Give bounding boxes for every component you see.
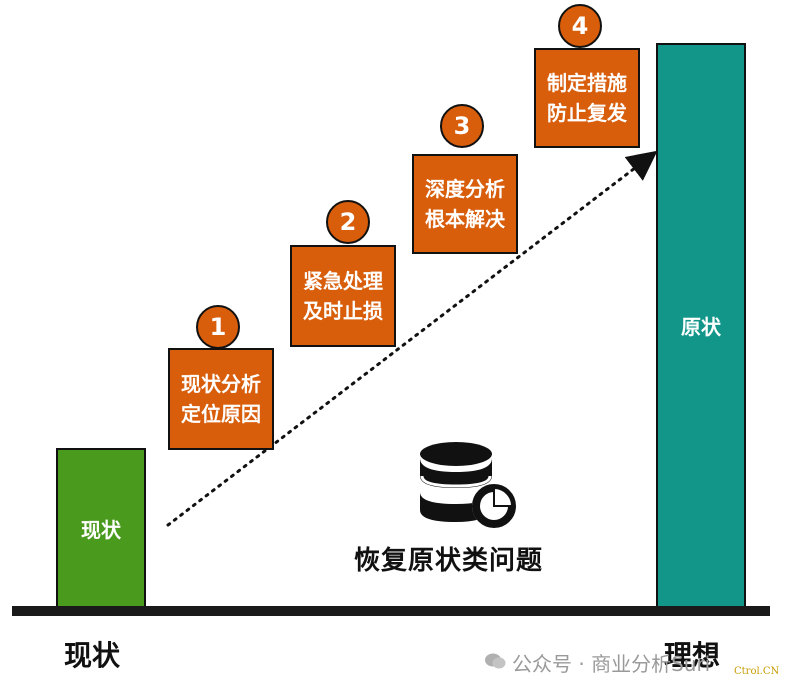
diagram-caption: 恢复原状类问题 bbox=[354, 546, 544, 576]
site-watermark: Ctrol.CN bbox=[734, 666, 780, 677]
step-4-box: 制定措施 防止复发 bbox=[534, 48, 640, 148]
step-2-number: 2 bbox=[326, 200, 370, 244]
step-4-number: 4 bbox=[558, 4, 602, 48]
bottom-label-current: 现状 bbox=[64, 639, 121, 672]
watermark-text: 公众号 · 商业分析Suri bbox=[512, 652, 711, 676]
step-4-line1: 制定措施 bbox=[547, 71, 627, 95]
step-3-line2: 根本解决 bbox=[425, 207, 505, 231]
ground-line bbox=[12, 606, 770, 616]
step-3-number: 3 bbox=[440, 104, 484, 148]
step-4-line2: 防止复发 bbox=[547, 101, 627, 125]
current-state-bar-label: 现状 bbox=[81, 517, 121, 542]
step-1-line1: 现状分析 bbox=[181, 372, 261, 396]
step-1-line2: 定位原因 bbox=[181, 402, 261, 426]
current-state-bar: 现状 bbox=[56, 448, 146, 608]
step-2-box: 紧急处理 及时止损 bbox=[290, 245, 396, 347]
bottom-label-ideal: 理想 bbox=[664, 639, 721, 672]
step-3-box: 深度分析 根本解决 bbox=[412, 154, 518, 254]
dotted-arrow-line bbox=[166, 150, 658, 527]
step-1-number: 1 bbox=[196, 305, 240, 349]
wechat-icon bbox=[485, 653, 506, 669]
ideal-state-bar-label: 原状 bbox=[681, 315, 721, 339]
step-2-line1: 紧急处理 bbox=[303, 269, 383, 293]
step-2-line2: 及时止损 bbox=[303, 299, 383, 323]
step-3-line1: 深度分析 bbox=[425, 177, 505, 201]
database-icon bbox=[420, 442, 516, 528]
step-1-box: 现状分析 定位原因 bbox=[168, 348, 274, 450]
